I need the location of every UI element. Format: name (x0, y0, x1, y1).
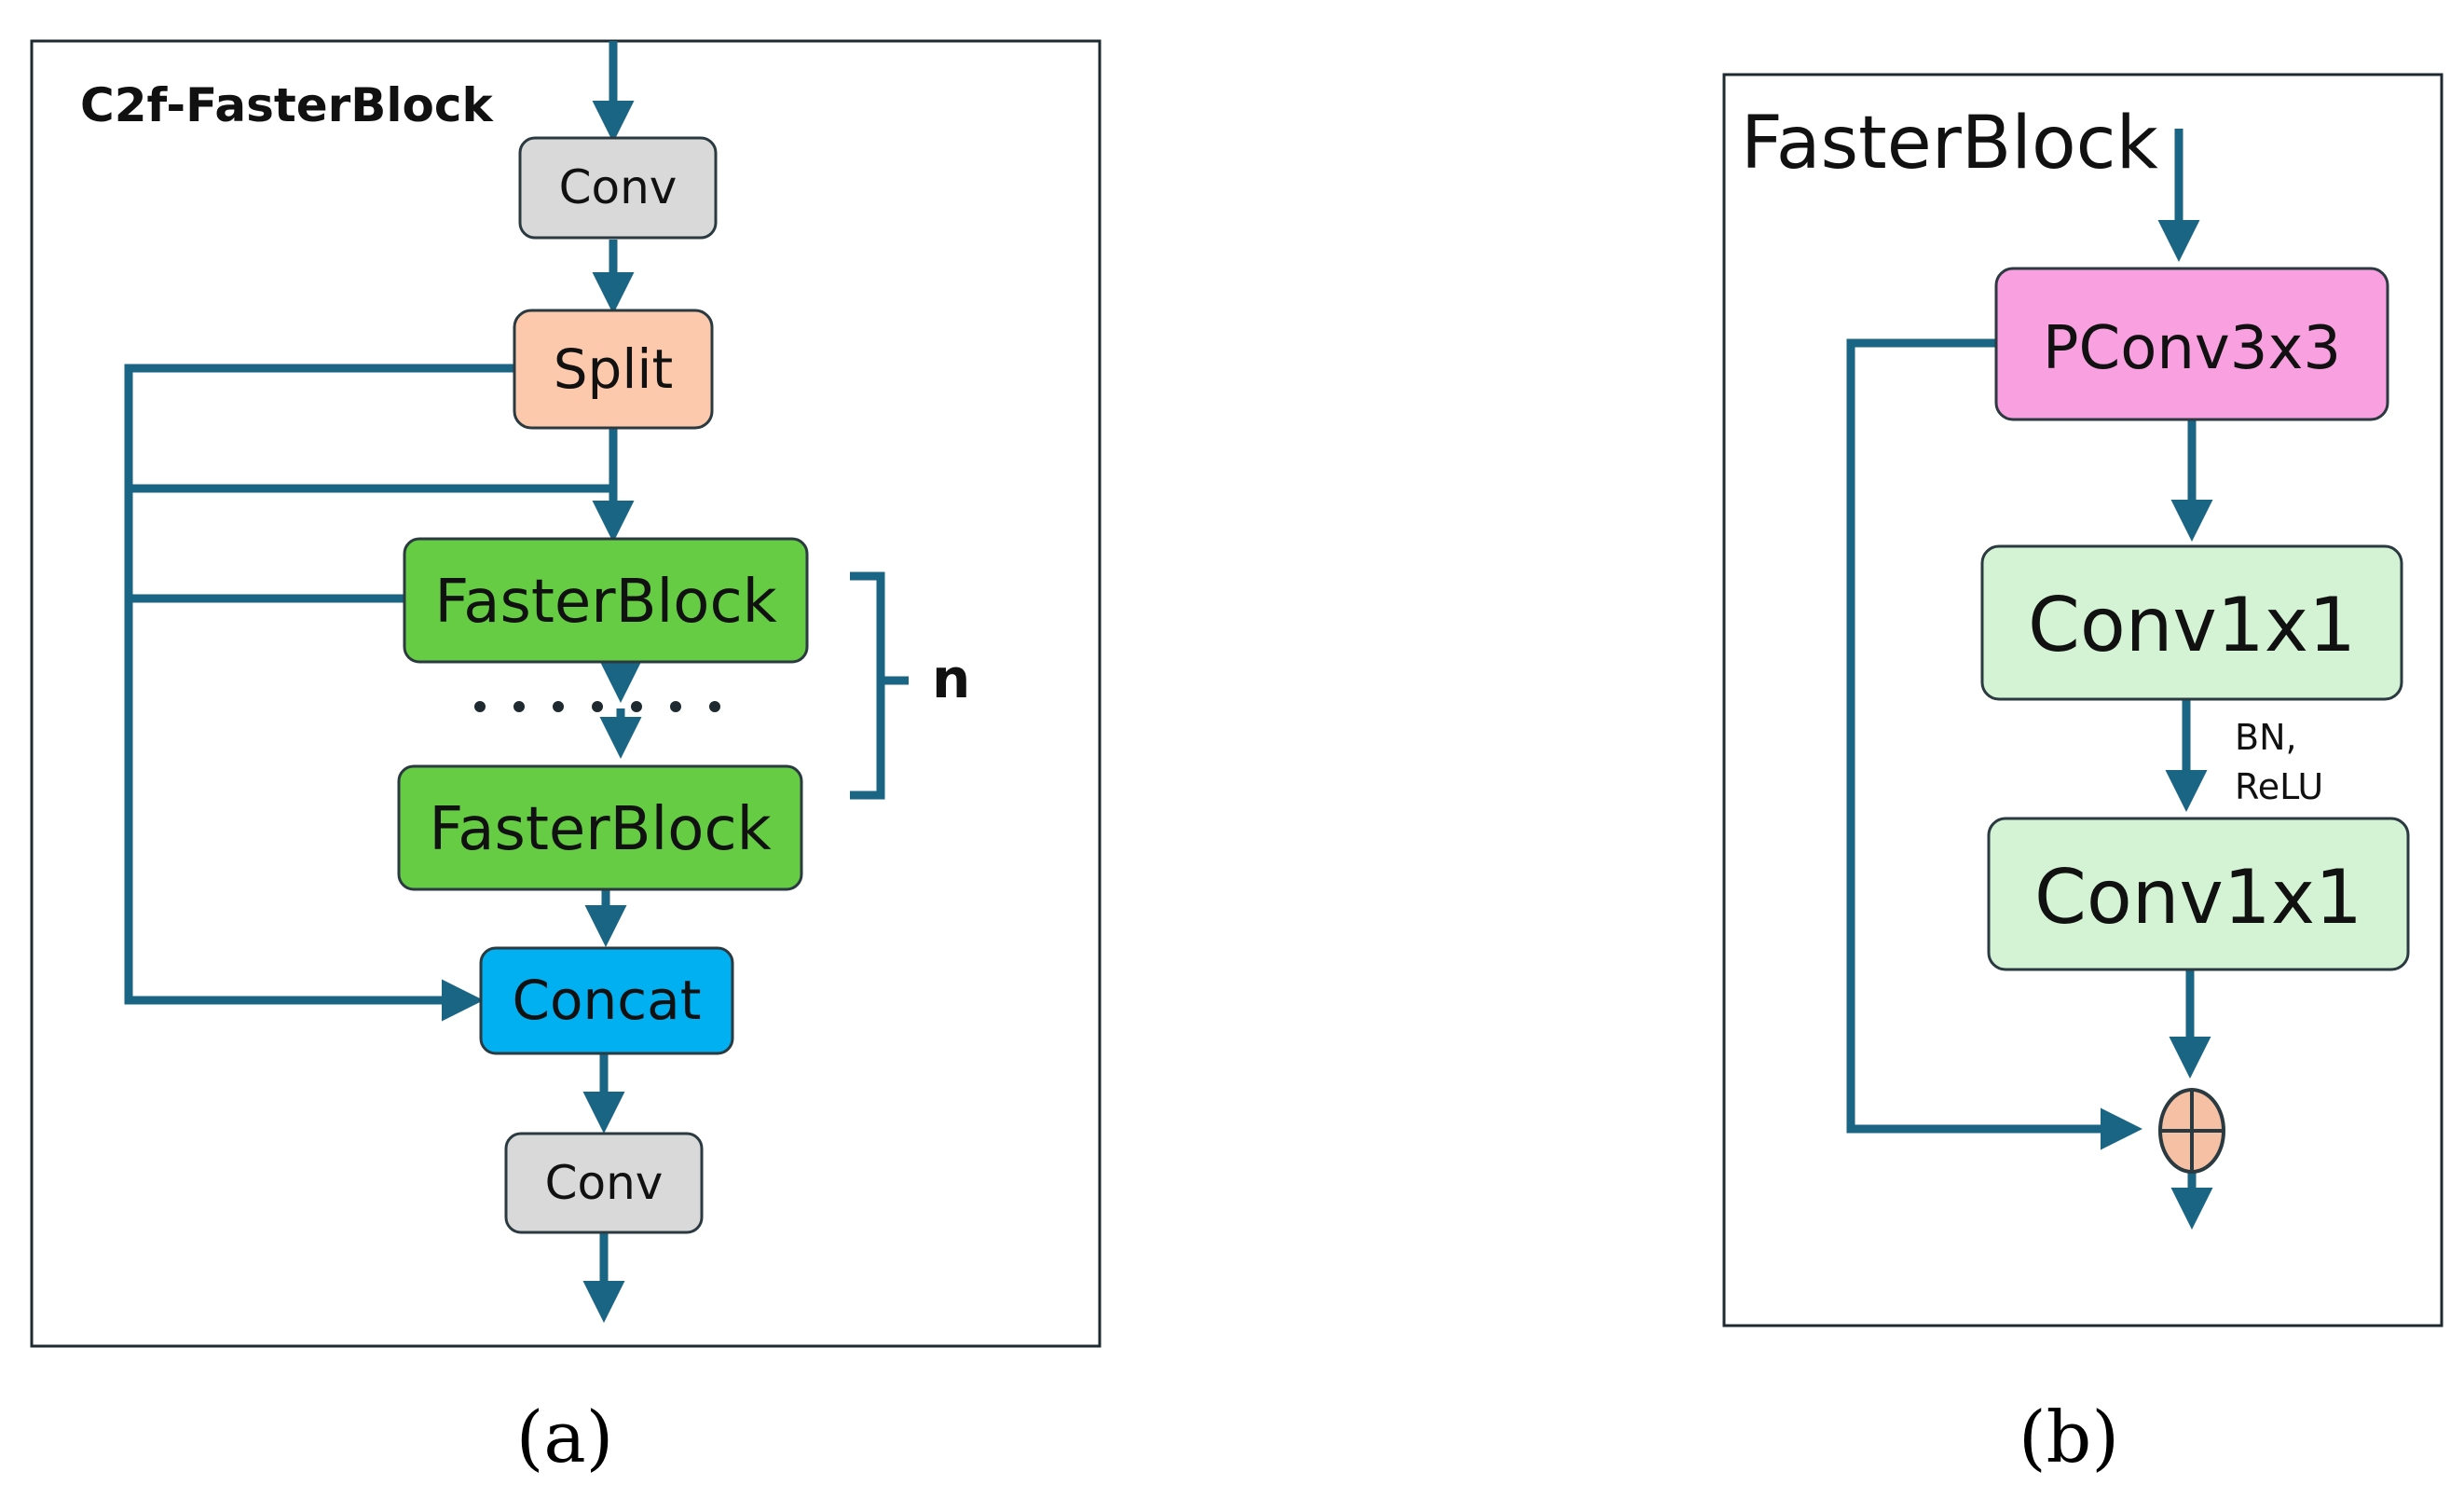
node-split: Split (513, 309, 714, 430)
node-conv1x1-2: Conv1x1 (1987, 817, 2410, 971)
node-faster-block-1: FasterBlock (403, 537, 809, 664)
panel-b-title: FasterBlock (1741, 102, 2158, 186)
activation-label-bn: BN, (2235, 717, 2297, 758)
node-conv-bottom-label: Conv (545, 1156, 664, 1210)
repeat-label: n (932, 647, 970, 710)
panel-a-edges (124, 41, 642, 1323)
activation-label-relu: ReLU (2235, 766, 2323, 807)
node-faster-block-2-label: FasterBlock (429, 795, 771, 864)
panel-b-frame (1722, 73, 2443, 1327)
circled-plus-icon (2158, 1088, 2225, 1174)
node-pconv-label: PConv3x3 (2043, 314, 2341, 383)
node-conv-top: Conv (518, 136, 718, 240)
node-pconv: PConv3x3 (1994, 267, 2389, 421)
node-conv-bottom: Conv (504, 1132, 704, 1234)
panel-b: FasterBlock PConv3x3 Conv1x1 BN, ReLU Co… (1722, 73, 2443, 1478)
node-faster-block-2: FasterBlock (397, 764, 803, 891)
node-split-label: Split (554, 337, 674, 401)
panel-b-caption: (b) (2019, 1396, 2119, 1478)
panel-a: C2f-FasterBlock n Conv (30, 39, 1102, 1478)
edge-split-skip-to-concat (124, 364, 514, 1022)
node-faster-block-1-label: FasterBlock (434, 568, 776, 637)
node-concat: Concat (479, 946, 734, 1055)
repeat-brace (850, 571, 909, 800)
panel-b-edges (1846, 129, 2213, 1230)
node-conv1x1-1: Conv1x1 (1980, 544, 2403, 701)
node-conv-top-label: Conv (559, 160, 678, 214)
node-conv1x1-1-label: Conv1x1 (2028, 582, 2356, 668)
node-conv1x1-2-label: Conv1x1 (2034, 854, 2362, 941)
panel-a-frame (30, 39, 1102, 1348)
repeat-dots (474, 701, 720, 712)
edge-residual-skip (1846, 338, 2142, 1150)
node-concat-label: Concat (513, 969, 702, 1032)
panel-a-title: C2f-FasterBlock (80, 78, 495, 132)
panel-a-caption: (a) (516, 1396, 614, 1478)
